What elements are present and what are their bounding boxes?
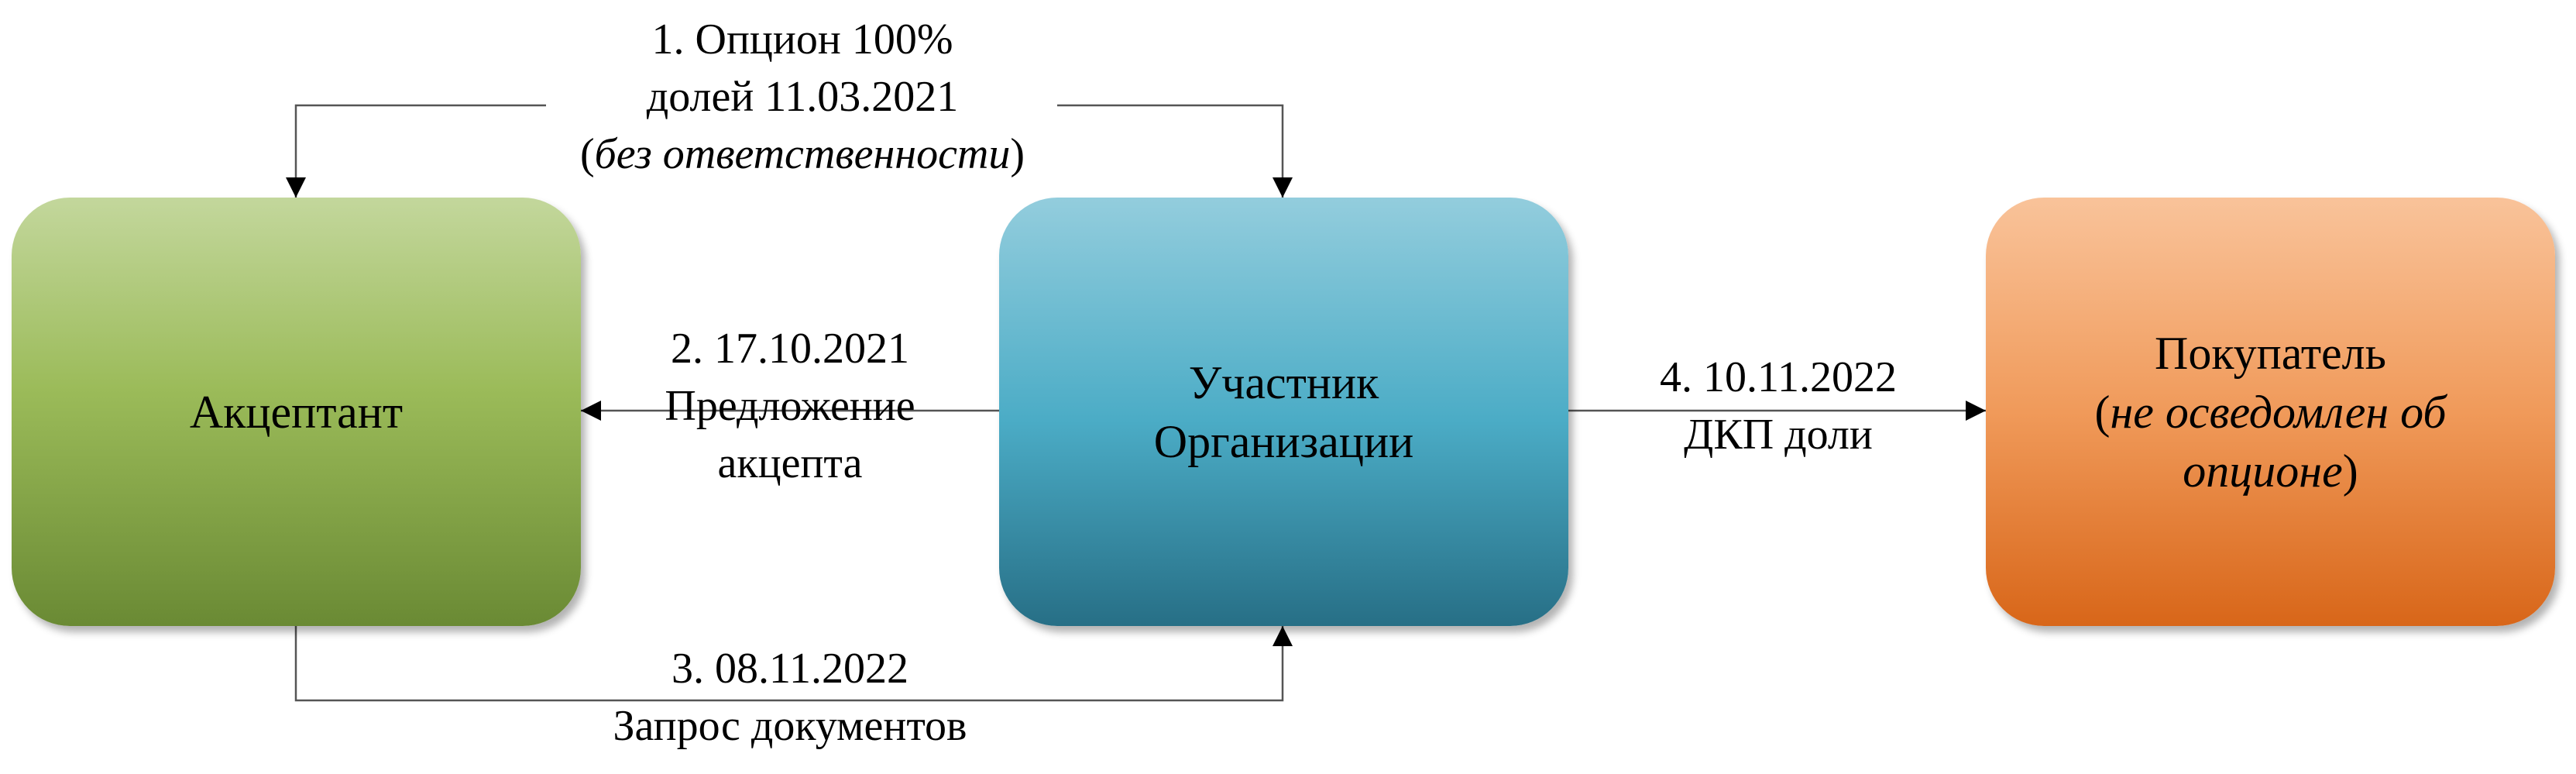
step1-paren-open: ( [579,130,595,178]
buyer-label-line1: Покупатель [2155,327,2386,379]
buyer-box: Покупатель (не осведомлен об опционе) [1986,198,2555,626]
member-label-line2: Организации [1153,415,1414,467]
step2-label: 2. 17.10.2021 Предложение акцепта [665,320,915,492]
step2-label-line1: 2. 17.10.2021 [670,325,909,373]
acceptor-box: Акцептант [12,198,581,626]
step4-label: 4. 10.11.2022 ДКП доли [1660,349,1897,463]
step1-label-line3: (без ответственности) [580,126,1025,183]
arrow-step3 [294,626,1293,702]
step1-paren-close: ) [1010,130,1025,178]
member-label-line1: Участник [1188,356,1379,408]
step2-label-line3: акцепта [717,439,863,487]
step4-label-line1: 4. 10.11.2022 [1660,353,1897,401]
step3-label-line1: 3. 08.11.2022 [671,645,908,693]
buyer-label-line2: (не осведомлен об [2095,383,2447,442]
step4-label-line2: ДКП доли [1684,411,1873,459]
step2-label-line2: Предложение [665,382,915,430]
step1-italic-note: без ответственности [594,130,1011,178]
buyer-label-line3: опционе) [2183,442,2358,501]
step3-label-line2: Запрос документов [613,702,967,750]
buyer-note-italic2: опционе [2183,445,2343,497]
buyer-note-italic1: не осведомлен об [2110,386,2447,438]
step3-label: 3. 08.11.2022 Запрос документов [613,640,967,755]
step1-label-line1: 1. Опцион 100% [651,15,953,64]
buyer-paren-open: ( [2094,386,2111,438]
buyer-paren-close: ) [2342,445,2358,497]
step1-label: 1. Опцион 100% долей 11.03.2021 (без отв… [580,11,1025,183]
arrow-step1-right [1057,104,1293,198]
step1-label-line2: долей 11.03.2021 [646,73,959,121]
member-box: Участник Организации [999,198,1568,626]
arrow-step1-left [286,104,546,198]
acceptor-label: Акцептант [189,386,404,438]
